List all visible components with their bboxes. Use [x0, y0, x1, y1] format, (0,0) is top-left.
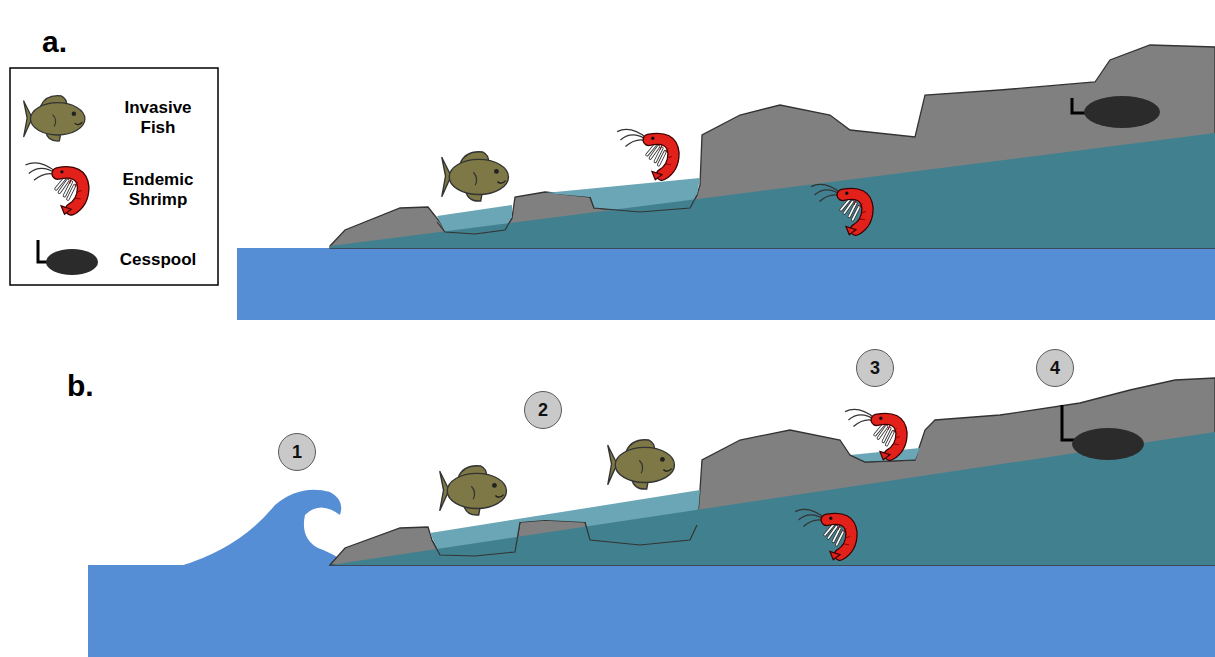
panel-b-scene [88, 378, 1215, 657]
legend-label: Cesspool [112, 250, 204, 270]
callout-number: 4 [1050, 359, 1060, 377]
callout-number: 1 [292, 443, 302, 461]
cesspool-icon [38, 240, 98, 275]
callout-circle: 3 [856, 349, 894, 387]
fish-icon [24, 96, 85, 141]
panel-a-scene [237, 45, 1215, 320]
legend-box [10, 68, 218, 285]
shrimp-icon [25, 163, 83, 215]
callout-number: 2 [538, 401, 548, 419]
callout-number: 3 [870, 359, 880, 377]
callout-circle: 4 [1036, 349, 1074, 387]
callout-circle: 2 [524, 391, 562, 429]
legend-label: Invasive Fish [112, 98, 204, 139]
panel-label: b. [67, 371, 94, 401]
panel-label: a. [42, 27, 67, 57]
callout-circle: 1 [278, 433, 316, 471]
legend-label: Endemic Shrimp [112, 170, 204, 211]
